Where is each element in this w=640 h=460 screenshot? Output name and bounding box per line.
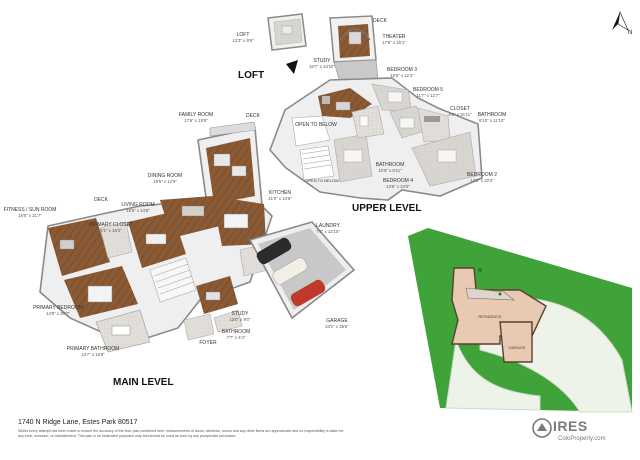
study-upper-dim: 18'7" x 13'10" xyxy=(309,64,335,69)
garage-car-red xyxy=(290,279,326,307)
dining-room-dim: 18'5" x 12'9" xyxy=(153,179,177,184)
kitchen-label: KITCHEN xyxy=(269,190,291,196)
study-upper-label: STUDY xyxy=(314,58,332,64)
bathroom-upper-label: BATHROOM xyxy=(478,112,507,118)
compass-north-label: N xyxy=(628,30,632,36)
bedroom2-label: BEDROOM 2 xyxy=(467,172,497,178)
loft-level-label: LOFT xyxy=(238,70,264,81)
loft-room-dim: 12'3" x 9'9" xyxy=(232,38,254,43)
bedroom4-dim: 13'5" x 24'0" xyxy=(386,184,410,189)
garage-car-dark xyxy=(256,237,292,265)
dining-room-label: DINING ROOM xyxy=(148,173,182,179)
living-room-label: LIVING ROOM xyxy=(121,202,154,208)
laundry-label: LAUNDRY xyxy=(316,223,340,229)
bedroom2-dim: 14'1" x 20'2" xyxy=(470,178,494,183)
bedroom4-label: BEDROOM 4 xyxy=(383,178,413,184)
garage-dim: 24'1" x 35'5" xyxy=(325,324,349,329)
disclaimer-text: Whilst every attempt has been made to en… xyxy=(18,429,344,438)
study-main-dim: 13'0" x 9'0" xyxy=(229,317,251,322)
garage-label: GARAGE xyxy=(326,318,348,324)
foyer-label: FOYER xyxy=(199,340,217,346)
level-labels: LOFT UPPER LEVEL MAIN LEVEL xyxy=(113,70,421,388)
closet-label: CLOSET xyxy=(450,106,470,112)
main-level xyxy=(39,121,356,353)
family-room-dim: 17'6" x 15'5" xyxy=(184,118,208,123)
open-below-2-label: OPEN TO BELOW xyxy=(305,178,339,183)
upper-level-label: UPPER LEVEL xyxy=(352,203,421,214)
deck-west-label: DECK xyxy=(94,197,109,203)
laundry-dim: 7'6" x 12'10" xyxy=(316,229,340,234)
ires-logo: IRES ColoProperty.com xyxy=(530,416,635,446)
fitness-label: FITNESS / SUN ROOM xyxy=(4,207,57,213)
bathroom-main-dim: 7'7" x 4'4" xyxy=(227,335,246,340)
logo-text: IRES xyxy=(553,418,588,434)
logo-mark-icon xyxy=(532,418,552,438)
study-main-label: STUDY xyxy=(232,311,250,317)
upper-level xyxy=(269,77,483,201)
primary-closet-label: PRIMARY CLOSET xyxy=(89,222,133,228)
loft-level xyxy=(267,13,379,83)
site-residence-label: RESIDENCE xyxy=(478,314,502,319)
fitness-dim: 15'0" x 21'7" xyxy=(18,213,42,218)
main-level-label: MAIN LEVEL xyxy=(113,377,174,388)
closet-dim: 4'9" x 15'11" xyxy=(448,112,472,117)
primary-bathroom-dim: 13'7" x 18'8" xyxy=(81,352,105,357)
logo-subtext: ColoProperty.com xyxy=(558,436,606,442)
site-plan xyxy=(408,228,633,413)
bathroom-upper2-label: BATHROOM xyxy=(376,162,405,168)
loft-room-label: LOFT xyxy=(237,32,250,38)
primary-bedroom-label: PRIMARY BEDROOM xyxy=(33,305,83,311)
open-below-1-label: OPEN TO BELOW xyxy=(295,122,337,128)
theater-label: THEATER xyxy=(383,34,406,40)
bathroom-upper2-dim: 10'9" x 8'11" xyxy=(378,168,402,173)
bedroom5-dim: 11'7" x 12'7" xyxy=(416,93,440,98)
bathroom-main-label: BATHROOM xyxy=(222,329,251,335)
room-labels: LOFT 12'3" x 9'9" STUDY 18'7" x 13'10" D… xyxy=(4,18,526,357)
property-address: 1740 N Ridge Lane, Estes Park 80517 xyxy=(18,419,138,426)
garage-car-white xyxy=(272,257,308,285)
deck-main-label: DECK xyxy=(246,113,261,119)
deck-upper-label: DECK xyxy=(373,18,388,24)
living-room-dim: 19'5" x 14'8" xyxy=(126,208,150,213)
bathroom-upper-dim: 8'10" x 11'10" xyxy=(479,118,505,123)
primary-bedroom-dim: 14'9" x 20'7" xyxy=(46,311,70,316)
primary-bathroom-label: PRIMARY BATHROOM xyxy=(67,346,120,352)
bedroom3-label: BEDROOM 3 xyxy=(387,67,417,73)
site-garage-label: GARAGE xyxy=(508,345,525,350)
kitchen-dim: 21'0" x 13'9" xyxy=(268,196,292,201)
primary-closet-dim: 9'1" x 16'3" xyxy=(100,228,122,233)
theater-dim: 17'5" x 15'1" xyxy=(382,40,406,45)
north-arrow-icon: N xyxy=(612,10,632,36)
family-room-label: FAMILY ROOM xyxy=(179,112,213,118)
bedroom5-label: BEDROOM 5 xyxy=(413,87,443,93)
bedroom3-dim: 15'6" x 12'2" xyxy=(390,73,414,78)
